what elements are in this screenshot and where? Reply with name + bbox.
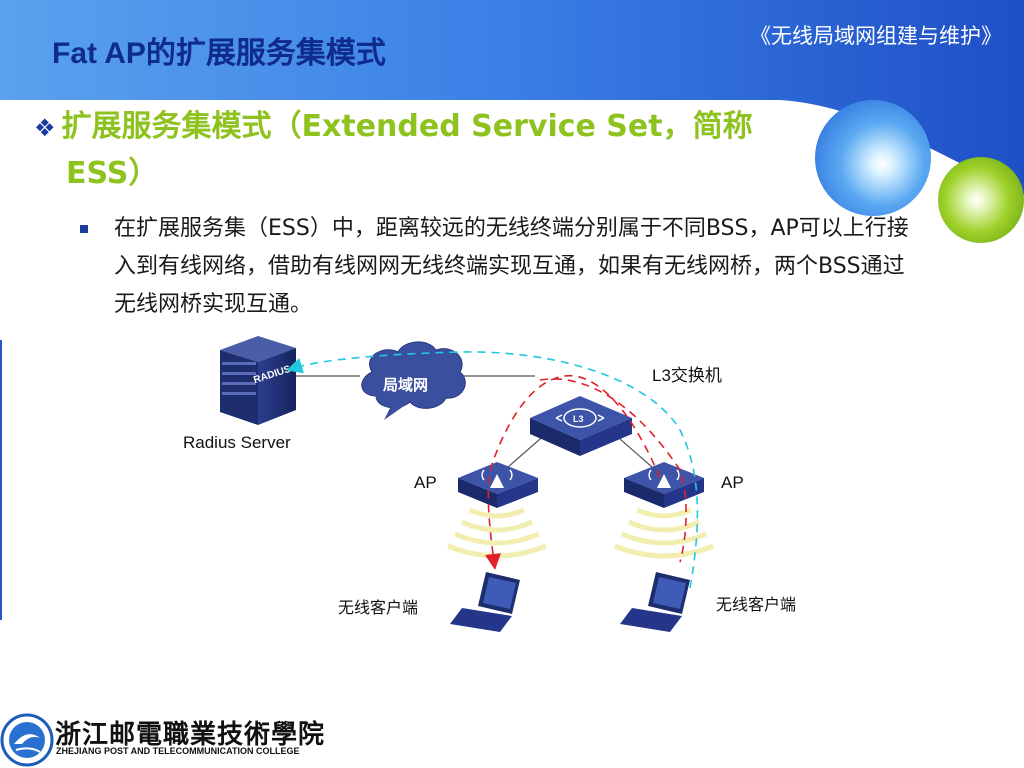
server-icon: RADIUS: [220, 336, 296, 425]
client-right-label: 无线客户端: [716, 595, 797, 614]
cloud-icon: [361, 341, 466, 420]
ess-heading-line2: ESS）: [66, 156, 159, 191]
laptop-icon-right: [620, 572, 690, 632]
path-red-dashed-right: [539, 378, 687, 563]
server-label: Radius Server: [183, 433, 291, 452]
slide-title: Fat AP的扩展服务集模式: [52, 37, 386, 70]
course-title: 《无线局域网组建与维护》: [750, 24, 1002, 48]
college-name-cn: 浙江邮電職業技術學院: [55, 720, 326, 750]
bullet-diamond-icon: ❖: [34, 114, 56, 142]
ess-heading-line1: 扩展服务集模式（Extended Service Set，简称: [61, 109, 753, 144]
header-band: [0, 0, 1024, 195]
switch-badge: L3: [573, 414, 584, 424]
switch-icon: L3: [530, 396, 632, 456]
decor-green-sphere: [938, 157, 1024, 243]
decor-blue-sphere: [815, 100, 931, 216]
switch-label: L3交换机: [652, 366, 722, 385]
radio-waves-right: [614, 507, 714, 559]
ess-paragraph-text: 在扩展服务集（ESS）中，距离较远的无线终端分别属于不同BSS，AP可以上行接入…: [114, 216, 909, 317]
bullet-square-icon: [80, 225, 88, 233]
client-left-label: 无线客户端: [338, 598, 419, 617]
college-name-en: ZHEJIANG POST AND TELECOMMUNICATION COLL…: [56, 746, 300, 756]
cloud-label: 局域网: [383, 376, 429, 394]
laptop-icon-left: [450, 572, 520, 632]
radio-waves-left: [447, 507, 547, 559]
ess-paragraph: 在扩展服务集（ESS）中，距离较远的无线终端分别属于不同BSS，AP可以上行接入…: [80, 210, 910, 324]
path-red-dashed: [485, 375, 661, 570]
left-edge-line: [0, 340, 2, 620]
college-logo-icon: [0, 713, 54, 767]
ap-right-label: AP: [721, 473, 744, 492]
ap-left-label: AP: [414, 473, 437, 492]
ess-heading: ❖扩展服务集模式（Extended Service Set，简称 ESS）: [34, 104, 854, 197]
access-point-icon-right: [624, 462, 704, 508]
access-point-icon-left: [458, 462, 538, 508]
